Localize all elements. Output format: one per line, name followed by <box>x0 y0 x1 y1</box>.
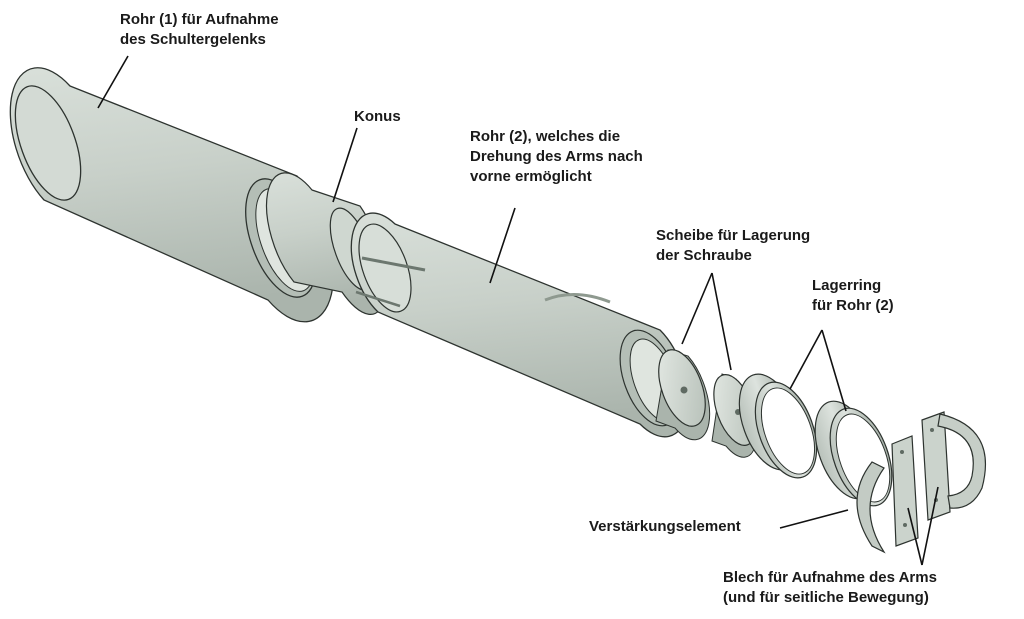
leader-lagerring-a <box>789 329 823 390</box>
tube-2 <box>350 212 689 438</box>
label-blech: Blech für Aufnahme des Arms (und für sei… <box>723 569 937 606</box>
leader-scheibe-b <box>711 272 732 371</box>
bearing-ring-1 <box>738 373 818 479</box>
label-lagerring: Lagerring für Rohr (2) <box>812 277 894 314</box>
label-scheibe: Scheibe für Lagerung der Schraube <box>656 227 811 264</box>
leader-konus <box>332 127 358 203</box>
leader-verstaerkung <box>779 509 849 529</box>
sheet-plates <box>891 411 951 547</box>
bearing-disc-1 <box>655 349 711 441</box>
leader-scheibe-a <box>681 272 713 345</box>
leader-blech-b <box>921 486 939 566</box>
rear-half-shell <box>937 413 986 509</box>
label-rohr-1: Rohr (1) für Aufnahme des Schultergelenk… <box>120 11 279 48</box>
reinforcement-element <box>856 461 886 554</box>
leader-rohr1 <box>97 55 129 109</box>
bearing-ring-2 <box>814 400 893 507</box>
leader-blech-a <box>907 507 923 566</box>
label-konus: Konus <box>354 108 401 125</box>
leader-rohr2 <box>489 207 516 284</box>
label-verstaerkungselement: Verstärkungselement <box>589 518 741 535</box>
leader-lines <box>97 55 939 566</box>
leader-lagerring-b <box>821 329 847 412</box>
label-rohr-2: Rohr (2), welches die Drehung des Arms n… <box>470 128 643 185</box>
